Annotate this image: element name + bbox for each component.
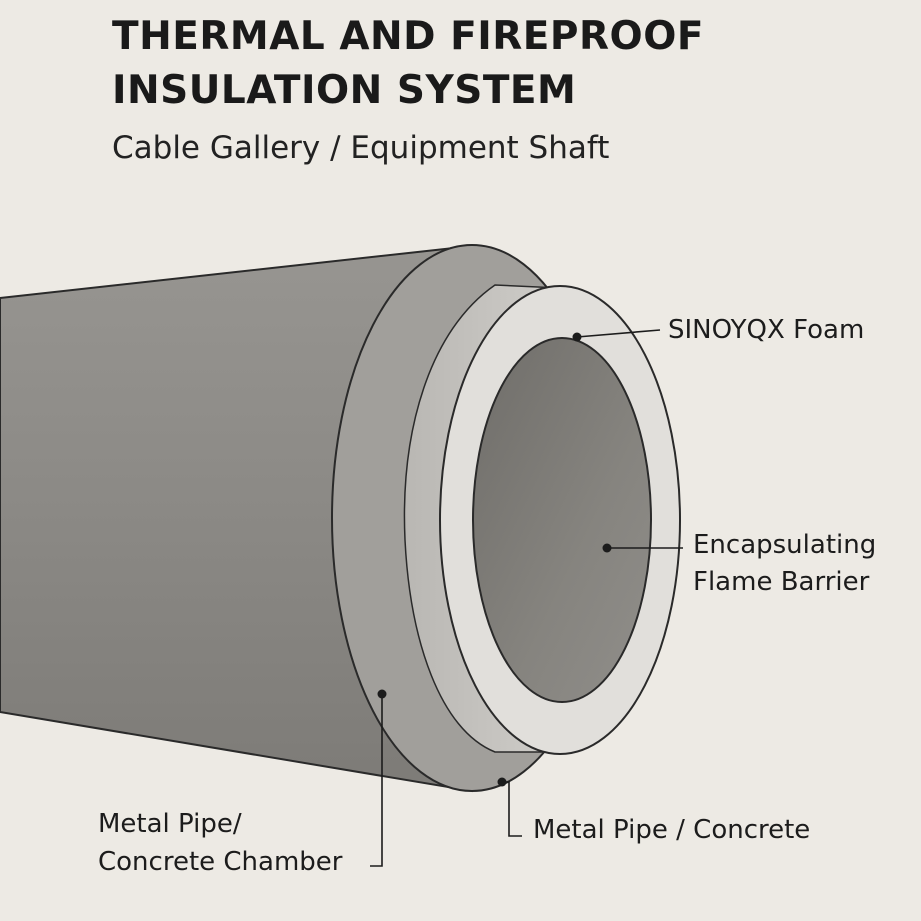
pipe-leader-line xyxy=(502,781,522,837)
page-subtitle: Cable Gallery / Equipment Shaft xyxy=(112,130,610,166)
label-barrier-line-2: Flame Barrier xyxy=(693,567,870,597)
chamber-leader-dot xyxy=(377,689,387,699)
foam-leader-line xyxy=(576,329,661,338)
barrier-leader-dot xyxy=(602,543,612,553)
pipe-bore xyxy=(472,337,652,703)
label-foam: SINOYQX Foam xyxy=(668,315,864,345)
label-barrier-line-1: Encapsulating xyxy=(693,530,876,560)
page-title: THERMAL AND FIREPROOF INSULATION SYSTEM xyxy=(112,10,704,118)
pipe-leader-dot xyxy=(497,777,507,787)
foam-leader-dot xyxy=(572,332,582,342)
label-chamber-line-2: Concrete Chamber xyxy=(98,847,343,877)
label-chamber-line-1: Metal Pipe/ xyxy=(98,809,242,839)
label-pipe: Metal Pipe / Concrete xyxy=(533,815,810,845)
title-line-1: THERMAL AND FIREPROOF xyxy=(112,14,704,59)
chamber-leader-line xyxy=(370,694,383,867)
title-line-2: INSULATION SYSTEM xyxy=(112,68,577,113)
